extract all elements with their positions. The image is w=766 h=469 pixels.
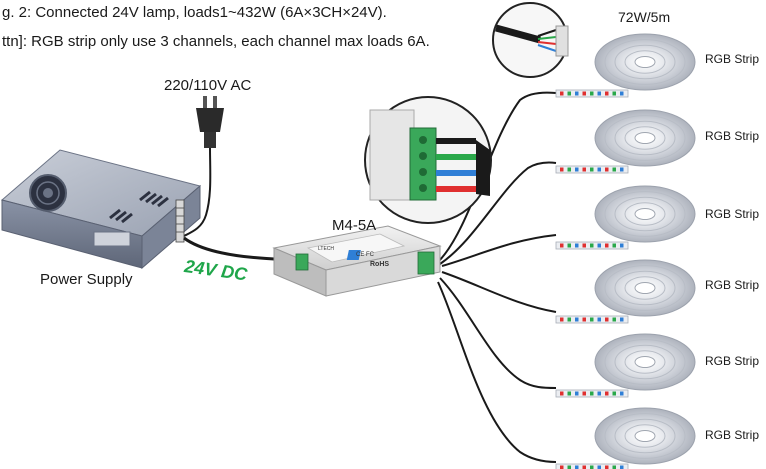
terminal-detail-zoom [364, 96, 492, 224]
controller-output-terminal [417, 251, 435, 275]
ac-plug [183, 96, 224, 237]
caption-line-1: g. 2: Connected 24V lamp, loads1~432W (6… [2, 4, 387, 21]
power-supply-label: Power Supply [40, 271, 133, 288]
cable-strip-1 [437, 91, 557, 263]
controller-rohs: RoHS [370, 261, 389, 268]
strip-wire-zoom [492, 2, 569, 78]
vent-slots [109, 190, 169, 224]
strip-label: RGB Strip [705, 129, 760, 143]
led-strip-reel [555, 259, 696, 324]
controller-label: M4-5A [332, 217, 377, 234]
strip-rating-label: 72W/5m [618, 9, 671, 25]
led-strip-reel [555, 185, 696, 250]
psu-terminal-block [175, 199, 185, 243]
led-strip-reels [555, 33, 696, 469]
cable-strip-6 [437, 281, 557, 463]
cable-strip-2 [439, 161, 557, 265]
cable-strip-4 [441, 271, 557, 313]
caption-line-2: ttn]: RGB strip only use 3 channels, eac… [2, 33, 430, 50]
led-strip-reel [555, 109, 696, 174]
strip-label: RGB Strip [705, 278, 760, 292]
cable-strip-5 [439, 277, 557, 389]
cable-strip-3 [441, 234, 557, 267]
led-strip-reel [555, 33, 696, 98]
controller-input-terminal [295, 253, 309, 271]
ac-input-label: 220/110V AC [164, 77, 252, 94]
controller-certs: CE FC [356, 252, 375, 258]
strip-label: RGB Strip [705, 354, 760, 368]
output-cables [437, 91, 557, 463]
controller-m4-5a: LTECH CE FC RoHS [272, 225, 442, 297]
led-strip-reel [555, 407, 696, 469]
power-supply [0, 149, 202, 270]
strip-label: RGB Strip [705, 428, 760, 442]
controller-brand: LTECH [318, 246, 334, 252]
strip-label: RGB Strip [705, 52, 760, 66]
strip-label: RGB Strip [705, 207, 760, 221]
led-strip-reel [555, 333, 696, 398]
